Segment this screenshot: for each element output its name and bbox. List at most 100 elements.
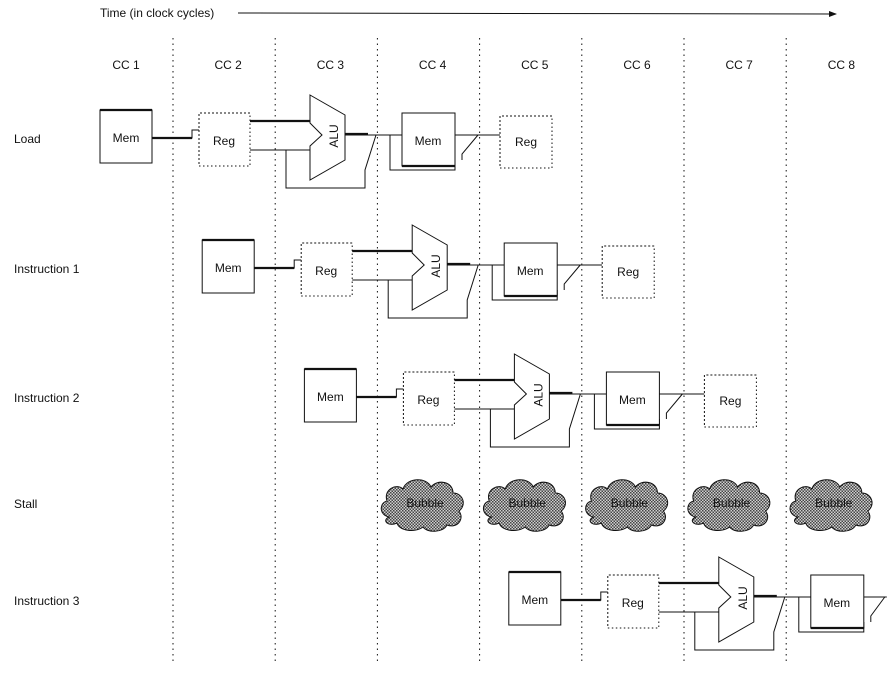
data-memory (503, 242, 558, 297)
register-file-writeback (499, 115, 553, 169)
cycle-label: CC 7 (726, 58, 754, 72)
instruction-pipeline: Mem Reg ALU Mem Reg (303, 353, 757, 448)
stage-reg-label: Reg (315, 264, 337, 278)
register-file-writeback-edge (704, 375, 757, 428)
register-file-edge (403, 372, 455, 426)
instruction-memory (303, 368, 357, 423)
bubble: Bubble (482, 479, 566, 532)
stage-mem-label: Mem (823, 596, 850, 610)
stage-mem-label: Mem (517, 264, 544, 278)
stage-alu-label: ALU (327, 124, 341, 147)
bubble-cloud (789, 479, 873, 532)
time-axis-label: Time (in clock cycles) (100, 6, 214, 20)
bubble: Bubble (380, 479, 464, 532)
alu (411, 224, 448, 311)
cycle-label: CC 2 (215, 58, 243, 72)
stage-reg-label: Reg (617, 265, 639, 279)
wire (461, 134, 479, 160)
stage-reg-label: Reg (622, 596, 644, 610)
wire (870, 596, 886, 622)
stage-mem-label: Mem (317, 390, 344, 404)
register-file-writeback-fill (500, 116, 552, 168)
bubble-label: Bubble (815, 496, 853, 510)
wire (665, 393, 683, 419)
register-file-edge (301, 243, 353, 297)
register-file-writeback (703, 374, 757, 428)
stage-mem-label: Mem (415, 134, 442, 148)
wire (254, 259, 303, 269)
register-file-writeback-edge (703, 374, 757, 427)
stage-mem-label: Mem (619, 393, 646, 407)
register-file-edge (199, 113, 251, 167)
stage-reg-label: Reg (417, 393, 439, 407)
cycle-label: CC 5 (521, 58, 549, 72)
register-file-edge (300, 242, 353, 296)
stage-mem-label: Mem (215, 261, 242, 275)
register-file-writeback (601, 245, 655, 299)
bubble-label: Bubble (611, 496, 649, 510)
alu (513, 353, 550, 440)
instruction-pipeline: Mem Reg ALU Mem Reg (99, 94, 553, 189)
bubble-label: Bubble (509, 496, 547, 510)
wire (285, 134, 377, 189)
register-file-edge (198, 112, 250, 166)
cycle-label: CC 8 (828, 58, 856, 72)
cycle-label: CC 1 (112, 58, 140, 72)
alu (309, 94, 346, 181)
bubble-cloud (380, 479, 464, 532)
register-file-fill (301, 243, 353, 296)
row-label: Load (14, 132, 41, 146)
row-label: Instruction 1 (14, 262, 80, 276)
wire (356, 388, 405, 398)
register-file-edge (402, 371, 455, 425)
wire (563, 264, 581, 290)
register-file-edge (607, 574, 659, 628)
stage-mem-label: Mem (521, 593, 548, 607)
instruction-memory (99, 109, 153, 164)
register-file (402, 371, 455, 426)
instruction-memory (508, 571, 562, 626)
bubble-cloud (482, 479, 566, 532)
data-memory (605, 371, 660, 426)
wire (560, 591, 609, 601)
bubble-cloud (687, 479, 771, 532)
bubble: Bubble (789, 479, 873, 532)
register-file-writeback-fill (602, 246, 655, 298)
bubble: Bubble (585, 479, 669, 532)
stage-mem-label: Mem (113, 131, 140, 145)
register-file-edge (607, 575, 660, 629)
instruction-pipeline: Mem Reg ALU Mem (508, 556, 887, 651)
stage-alu-label: ALU (429, 254, 443, 277)
bubble-label: Bubble (406, 496, 444, 510)
wire (387, 264, 479, 319)
wire (152, 129, 200, 139)
wire (694, 596, 786, 651)
stage-alu-label: ALU (736, 586, 750, 609)
instruction-pipeline: Mem Reg ALU Mem Reg (201, 224, 655, 319)
wire (489, 393, 581, 448)
bubble: Bubble (687, 479, 771, 532)
alu (718, 556, 755, 643)
register-file-writeback-edge (602, 246, 655, 299)
register-file (198, 112, 251, 167)
data-memory (810, 574, 865, 629)
register-file (300, 242, 353, 297)
register-file-fill (607, 575, 659, 628)
cycle-label: CC 6 (623, 58, 651, 72)
row-label: Instruction 2 (14, 391, 80, 405)
instruction-memory (201, 239, 255, 294)
row-label: Stall (14, 497, 37, 511)
stage-reg-label: Reg (515, 135, 537, 149)
data-memory (401, 112, 456, 167)
register-file-writeback-fill (704, 375, 757, 427)
stage-reg-label: Reg (719, 394, 741, 408)
row-label: Instruction 3 (14, 594, 80, 608)
time-arrow (237, 10, 837, 17)
register-file-writeback-edge (499, 115, 552, 168)
stage-alu-label: ALU (531, 383, 545, 406)
register-file-writeback-edge (601, 245, 655, 298)
register-file-writeback-edge (500, 116, 553, 169)
register-file (607, 574, 660, 629)
stage-reg-label: Reg (213, 134, 235, 148)
